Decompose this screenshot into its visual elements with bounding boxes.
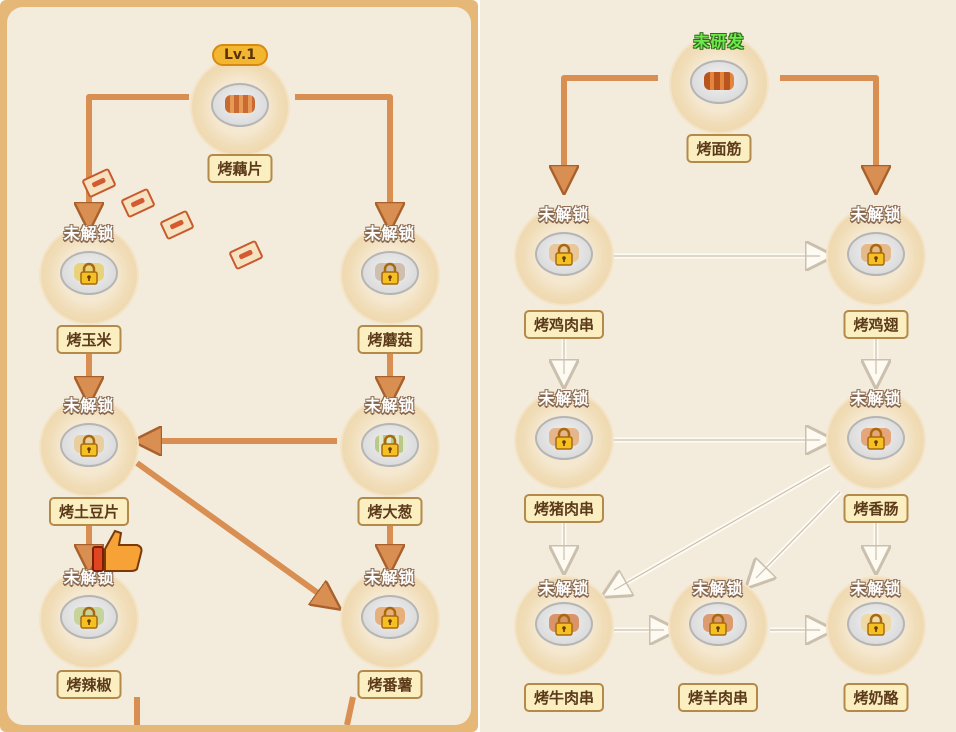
skewer-icon bbox=[704, 72, 734, 90]
status-sausage: 未解锁 bbox=[850, 389, 902, 408]
lock-icon bbox=[381, 262, 399, 285]
tech-node-sausage[interactable] bbox=[828, 392, 924, 488]
lock-icon bbox=[867, 613, 885, 636]
tech-name-sausage: 烤香肠 bbox=[843, 494, 909, 523]
tech-node-chicken-wings[interactable] bbox=[828, 208, 924, 304]
lock-icon bbox=[867, 427, 885, 450]
arrow-root-to-chicken bbox=[564, 75, 658, 180]
lock-icon bbox=[80, 262, 98, 285]
status-chicken-skewer: 未解锁 bbox=[538, 205, 590, 224]
status-corn: 未解锁 bbox=[63, 224, 115, 243]
tech-name-cheese: 烤奶酪 bbox=[843, 683, 909, 712]
ticket-icon bbox=[81, 167, 117, 199]
status-gluten: 未研发 bbox=[693, 32, 745, 51]
tech-node-chili[interactable] bbox=[41, 571, 137, 667]
tech-node-corn[interactable] bbox=[41, 227, 137, 323]
tech-name-chili: 烤辣椒 bbox=[56, 670, 122, 699]
lock-icon bbox=[867, 243, 885, 266]
ticket-icon bbox=[120, 187, 156, 219]
tech-name-chicken-wings: 烤鸡翅 bbox=[843, 310, 909, 339]
tech-node-potato[interactable] bbox=[41, 399, 137, 495]
lock-icon bbox=[381, 434, 399, 457]
arrow-sausage-to-beef bbox=[613, 465, 831, 591]
tech-node-mushroom[interactable] bbox=[342, 227, 438, 323]
ticket-icon bbox=[159, 209, 195, 241]
tech-name-sweet-potato: 烤番薯 bbox=[357, 670, 423, 699]
tech-node-pork-skewer[interactable] bbox=[516, 392, 612, 488]
status-lamb-skewer: 未解锁 bbox=[692, 579, 744, 598]
tech-node-lotus-root[interactable] bbox=[192, 59, 288, 155]
arrow-sweetpotato-down bbox=[344, 696, 356, 725]
tech-name-corn: 烤玉米 bbox=[56, 325, 122, 354]
thumbs-up-icon bbox=[92, 529, 143, 572]
lock-icon bbox=[709, 613, 727, 636]
status-mushroom: 未解锁 bbox=[364, 224, 416, 243]
tech-name-chicken-skewer: 烤鸡肉串 bbox=[523, 310, 605, 339]
tech-name-lotus-root: 烤藕片 bbox=[207, 154, 273, 183]
tech-name-lamb-skewer: 烤羊肉串 bbox=[677, 683, 759, 712]
tech-node-scallion[interactable] bbox=[342, 399, 438, 495]
lock-icon bbox=[80, 606, 98, 629]
arrow-root-to-wings bbox=[780, 75, 876, 180]
status-chicken-wings: 未解锁 bbox=[850, 205, 902, 224]
lock-icon bbox=[80, 434, 98, 457]
status-beef-skewer: 未解锁 bbox=[538, 579, 590, 598]
status-chili: 未解锁 bbox=[63, 568, 115, 587]
status-pork-skewer: 未解锁 bbox=[538, 389, 590, 408]
left-tech-tree: Lv.1 烤藕片 未解锁 烤玉米 未解锁 bbox=[7, 7, 471, 725]
tech-node-sweet-potato[interactable] bbox=[342, 571, 438, 667]
arrow-root-to-mushroom bbox=[295, 94, 390, 217]
lock-icon bbox=[555, 243, 573, 266]
lock-icon bbox=[381, 606, 399, 629]
left-panel: Lv.1 烤藕片 未解锁 烤玉米 未解锁 bbox=[0, 0, 478, 732]
status-cheese: 未解锁 bbox=[850, 579, 902, 598]
tech-node-gluten[interactable] bbox=[671, 36, 767, 132]
status-potato: 未解锁 bbox=[63, 396, 115, 415]
arrow-potato-to-sweetpotato bbox=[135, 460, 329, 601]
ticket-icon bbox=[228, 239, 264, 271]
plate-icon bbox=[690, 60, 748, 104]
tech-node-lamb-skewer[interactable] bbox=[670, 578, 766, 674]
tech-name-beef-skewer: 烤牛肉串 bbox=[523, 683, 605, 712]
tech-node-chicken-skewer[interactable] bbox=[516, 208, 612, 304]
arrow-sausage-to-lamb bbox=[755, 491, 841, 579]
right-tech-tree: 未研发 烤面筋 未解锁 烤鸡肉串 未解锁 烤鸡翅 bbox=[480, 0, 956, 732]
tech-node-cheese[interactable] bbox=[828, 578, 924, 674]
lock-icon bbox=[555, 427, 573, 450]
plate-icon bbox=[211, 83, 269, 127]
tech-name-scallion: 烤大葱 bbox=[357, 497, 423, 526]
tech-name-gluten: 烤面筋 bbox=[686, 134, 752, 163]
tech-name-mushroom: 烤蘑菇 bbox=[357, 325, 423, 354]
skewer-icon bbox=[225, 95, 255, 113]
tech-name-pork-skewer: 烤猪肉串 bbox=[523, 494, 605, 523]
status-scallion: 未解锁 bbox=[364, 396, 416, 415]
tech-name-potato: 烤土豆片 bbox=[48, 497, 130, 526]
tech-node-beef-skewer[interactable] bbox=[516, 578, 612, 674]
status-sweet-potato: 未解锁 bbox=[364, 568, 416, 587]
lock-icon bbox=[555, 613, 573, 636]
level-badge: Lv.1 bbox=[212, 44, 268, 66]
